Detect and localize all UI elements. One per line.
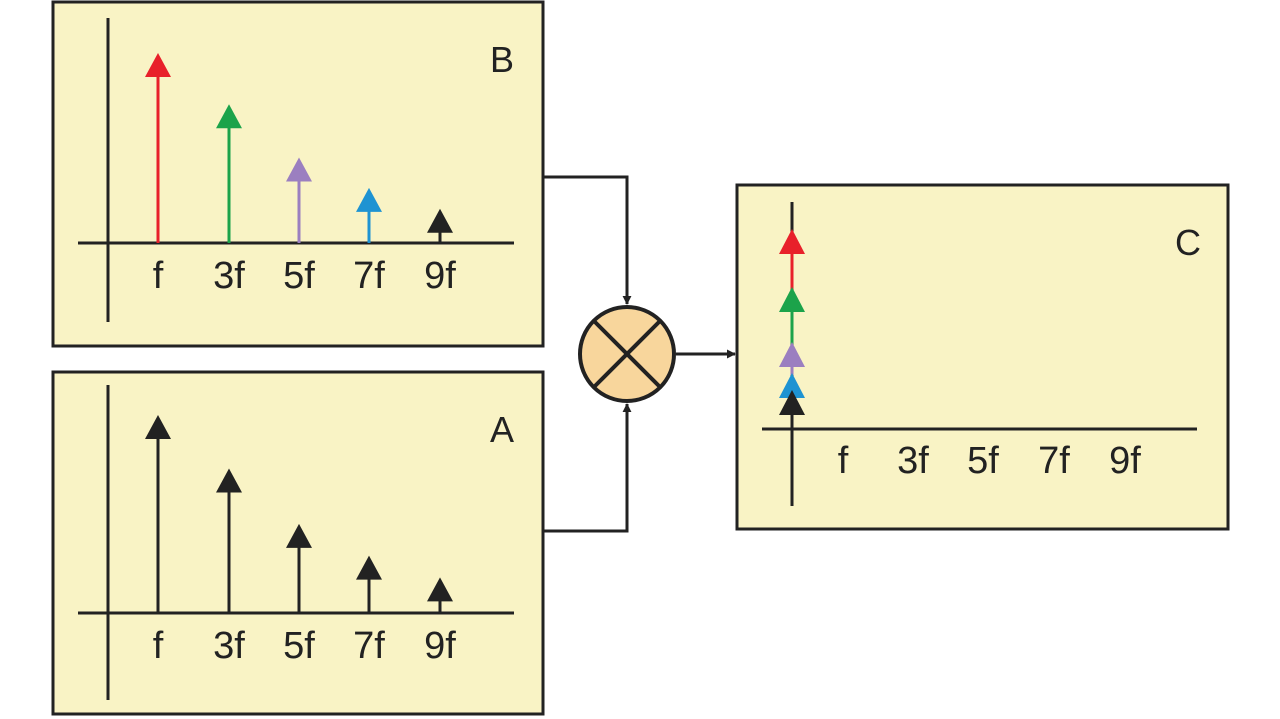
tick-label-3f: 3f: [213, 255, 245, 297]
stacked-arrowhead-4: [779, 373, 805, 398]
panel-b: B f 3f 5f 7f 9f: [51, 0, 545, 348]
panel-a: A f 3f 5f 7f 9f: [51, 370, 545, 716]
stacked-arrowhead-5: [779, 390, 805, 415]
harmonic-arrowhead: [286, 157, 312, 182]
harmonic-arrowhead: [216, 104, 242, 129]
wire-a-to-mixer: [543, 403, 632, 533]
tick-label-9f: 9f: [1109, 440, 1141, 482]
panel-b-spectrum: [145, 53, 453, 243]
harmonic-arrowhead: [145, 415, 171, 439]
panel-a-harmonic-f: [145, 415, 171, 613]
tick-label-f: f: [153, 625, 164, 667]
panel-a-label: A: [490, 409, 514, 450]
tick-label-3f: 3f: [213, 625, 245, 667]
panel-b-label: B: [490, 39, 514, 80]
panel-c-frame: [735, 183, 1230, 531]
panel-c: C f 3f 5f 7f 9f: [735, 183, 1230, 531]
panel-b-harmonic-7f: [356, 187, 382, 243]
stacked-arrowhead-2: [779, 287, 805, 312]
mixer-symbol: [578, 305, 676, 403]
panel-b-harmonic-3f: [216, 104, 242, 243]
stacked-arrowhead-1: [779, 229, 805, 254]
stacked-arrowhead-3: [779, 342, 805, 367]
tick-label-5f: 5f: [283, 255, 315, 297]
harmonic-arrowhead: [427, 208, 453, 233]
harmonic-arrowhead: [286, 523, 312, 548]
panel-b-tick-labels: f 3f 5f 7f 9f: [153, 255, 457, 297]
panel-c-label: C: [1175, 222, 1201, 263]
tick-label-9f: 9f: [424, 625, 456, 667]
panel-a-harmonic-7f: [356, 555, 382, 613]
panel-a-harmonic-5f: [286, 523, 312, 613]
tick-label-f: f: [153, 255, 164, 297]
panel-a-harmonic-9f: [427, 577, 453, 613]
harmonic-arrowhead: [216, 468, 242, 493]
panel-c-stacked-spectrum: [779, 229, 805, 415]
panel-a-spectrum: [145, 415, 453, 613]
panel-b-harmonic-5f: [286, 157, 312, 243]
tick-label-5f: 5f: [967, 440, 999, 482]
harmonic-arrowhead: [145, 53, 171, 77]
tick-label-9f: 9f: [424, 255, 456, 297]
tick-label-7f: 7f: [353, 255, 385, 297]
harmonic-arrowhead: [356, 187, 382, 212]
mixer-cross-line-2: [592, 319, 662, 389]
tick-label-7f: 7f: [1038, 440, 1070, 482]
harmonic-arrowhead: [356, 555, 382, 580]
panel-b-harmonic-9f: [427, 208, 453, 243]
panel-b-harmonic-f: [145, 53, 171, 243]
wire-b-to-mixer: [543, 175, 632, 305]
tick-label-f: f: [838, 440, 849, 482]
harmonic-arrowhead: [427, 577, 453, 602]
panel-c-tick-labels: f 3f 5f 7f 9f: [838, 440, 1142, 482]
panel-a-harmonic-3f: [216, 468, 242, 613]
tick-label-7f: 7f: [353, 625, 385, 667]
tick-label-3f: 3f: [897, 440, 929, 482]
panel-a-tick-labels: f 3f 5f 7f 9f: [153, 625, 457, 667]
tick-label-5f: 5f: [283, 625, 315, 667]
